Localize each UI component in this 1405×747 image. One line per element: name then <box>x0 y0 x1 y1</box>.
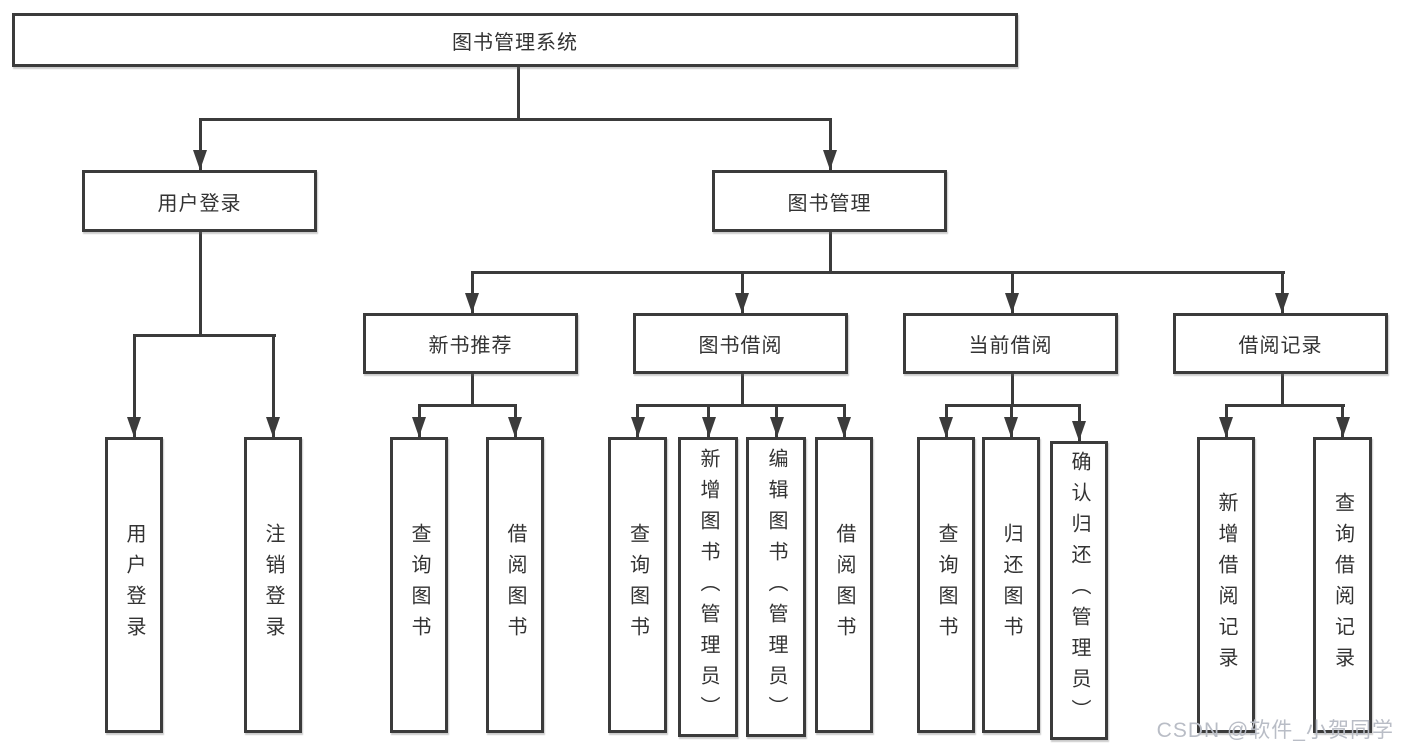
connector-line <box>636 403 846 407</box>
arrow-down-icon <box>701 417 716 437</box>
connector-line <box>1280 272 1284 313</box>
arrow-down-icon <box>266 417 280 437</box>
node-label: 编辑图书（管理员） <box>765 447 787 727</box>
connector-line <box>470 272 474 313</box>
arrow-down-icon <box>630 417 645 437</box>
arrow-down-icon <box>465 293 479 313</box>
connector-line <box>470 270 1285 274</box>
arrow-down-icon <box>837 417 851 437</box>
arrow-down-icon <box>769 417 784 437</box>
watermark: CSDN @软件_小贺同学 <box>1156 719 1394 742</box>
connector-line <box>944 403 1081 407</box>
node-leaf-user-login: 用户登录 <box>105 437 163 733</box>
node-label: 图书管理系统 <box>452 31 578 54</box>
node-label: 确认归还（管理员） <box>1068 451 1090 730</box>
node-book-management: 图书管理 <box>712 170 947 232</box>
connector-line <box>1280 374 1284 405</box>
node-leaf-add-books-admin: 新增图书（管理员） <box>678 437 738 737</box>
arrow-down-icon <box>823 150 837 170</box>
node-label: 用户登录 <box>123 523 145 647</box>
connector-line <box>1010 272 1014 313</box>
arrow-down-icon <box>508 417 522 437</box>
node-root: 图书管理系统 <box>12 13 1018 67</box>
connector-line <box>828 119 832 170</box>
arrow-down-icon <box>127 417 141 437</box>
node-label: 当前借阅 <box>968 335 1053 357</box>
arrow-down-icon <box>1219 417 1233 437</box>
node-book-borrowing: 图书借阅 <box>633 313 848 374</box>
node-leaf-borrow-books-recommend: 借阅图书 <box>486 437 544 733</box>
node-label: 用户登录 <box>157 192 242 215</box>
node-leaf-query-books-recommend: 查询图书 <box>390 437 448 733</box>
node-borrowing-records: 借阅记录 <box>1173 313 1388 374</box>
connector-line <box>198 119 202 170</box>
connector-line <box>1224 403 1345 407</box>
node-label: 借阅图书 <box>504 523 526 647</box>
connector-line <box>516 67 520 119</box>
connector-line <box>132 335 136 437</box>
arrow-down-icon <box>1275 293 1289 313</box>
connector-line <box>417 403 517 407</box>
node-leaf-query-books-current: 查询图书 <box>917 437 975 733</box>
node-leaf-borrow-books: 借阅图书 <box>815 437 873 733</box>
connector-line <box>198 117 832 121</box>
node-label: 借阅图书 <box>833 523 855 647</box>
node-current-borrowing: 当前借阅 <box>903 313 1118 374</box>
node-label: 新书推荐 <box>428 335 513 357</box>
node-label: 借阅记录 <box>1238 335 1323 357</box>
node-label: 注销登录 <box>262 523 284 647</box>
node-label: 查询图书 <box>935 523 957 647</box>
connector-line <box>132 333 276 337</box>
node-leaf-query-books-borrowing: 查询图书 <box>608 437 667 733</box>
node-leaf-add-borrow-record: 新增借阅记录 <box>1197 437 1255 733</box>
arrow-down-icon <box>1335 417 1350 437</box>
connector-line <box>828 232 832 272</box>
node-leaf-logout: 注销登录 <box>244 437 302 733</box>
node-label: 新增借阅记录 <box>1215 492 1237 678</box>
arrow-down-icon <box>1004 417 1018 437</box>
arrow-down-icon <box>1072 421 1086 441</box>
connector-line <box>740 272 744 313</box>
node-new-book-recommend: 新书推荐 <box>363 313 578 374</box>
arrow-down-icon <box>193 150 207 170</box>
connector-line <box>198 232 202 335</box>
node-label: 查询图书 <box>408 523 430 647</box>
connector-line <box>271 335 275 437</box>
arrow-down-icon <box>412 417 426 437</box>
node-user-login: 用户登录 <box>82 170 317 232</box>
node-label: 归还图书 <box>1000 523 1022 647</box>
node-label: 图书借阅 <box>698 335 783 357</box>
connector-line <box>740 374 744 405</box>
node-leaf-edit-books-admin: 编辑图书（管理员） <box>746 437 806 737</box>
node-leaf-confirm-return-admin: 确认归还（管理员） <box>1050 441 1108 740</box>
node-label: 查询图书 <box>626 523 649 647</box>
node-leaf-return-books: 归还图书 <box>982 437 1040 733</box>
connector-line <box>1010 374 1014 405</box>
arrow-down-icon <box>735 293 749 313</box>
arrow-down-icon <box>939 417 953 437</box>
node-label: 图书管理 <box>787 192 872 215</box>
node-leaf-query-borrow-record: 查询借阅记录 <box>1313 437 1372 733</box>
arrow-down-icon <box>1005 293 1019 313</box>
node-label: 新增图书（管理员） <box>697 447 719 727</box>
node-label: 查询借阅记录 <box>1331 492 1354 678</box>
connector-line <box>470 374 474 405</box>
